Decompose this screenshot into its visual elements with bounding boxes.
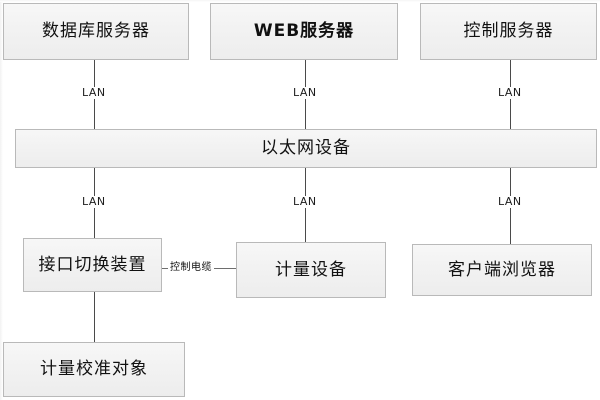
node-calibration-object[interactable]: 计量校准对象 [3,342,185,397]
lan-label-interface-switch: LAN [79,196,109,208]
node-calibration-object-label: 计量校准对象 [40,359,148,380]
node-ethernet-device-label: 以太网设备 [261,138,351,159]
control-cable-label: 控制电缆 [168,262,214,273]
lan-label-metering-device: LAN [290,196,320,208]
lan-label-client-browser: LAN [495,196,525,208]
node-client-browser-label: 客户端浏览器 [448,259,556,280]
lan-label-db-server: LAN [79,87,109,99]
node-web-server-label: WEB服务器 [253,21,355,42]
node-interface-switch[interactable]: 接口切换装置 [23,238,162,292]
node-web-server[interactable]: WEB服务器 [210,3,398,60]
node-client-browser[interactable]: 客户端浏览器 [412,244,592,296]
node-ethernet-device[interactable]: 以太网设备 [15,129,597,168]
node-metering-device[interactable]: 计量设备 [236,242,386,298]
page-edge-top [0,0,600,2]
node-control-server[interactable]: 控制服务器 [420,3,597,60]
node-control-server-label: 控制服务器 [463,21,554,42]
node-metering-device-label: 计量设备 [275,259,347,280]
lan-label-control-server: LAN [495,87,525,99]
lan-label-web-server: LAN [290,87,320,99]
link-interface-switch-to-calibration-object [94,292,95,342]
node-interface-switch-label: 接口切换装置 [38,254,147,275]
node-db-server[interactable]: 数据库服务器 [3,3,189,60]
page-edge-left [0,0,3,400]
node-db-server-label: 数据库服务器 [42,21,150,42]
